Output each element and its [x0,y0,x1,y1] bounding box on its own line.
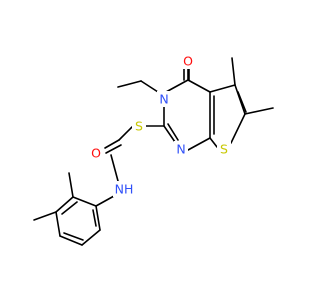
molecule-canvas: O N N S S O NH [33,53,274,246]
atom-n-ring3: N [157,91,171,107]
double-bond-line-2 [237,91,247,113]
atom-s-thiophene: S [217,141,231,157]
bond-13 [244,107,274,115]
bond-19 [110,154,119,182]
atom-o-amide: O [89,145,103,161]
atom-o-carbonyl-label: O [183,54,193,69]
bond-10 [230,113,246,144]
double-bond-line-4 [105,144,122,154]
bond-8 [209,84,236,93]
atom-n-ring1: N [174,141,188,157]
bond-24 [59,235,83,246]
bond-6 [187,137,211,151]
atom-nh-amide: NH [113,181,135,197]
double-bond-line-5 [61,201,78,215]
atom-label-layer: O N N S S O NH [89,53,231,197]
structure-drawing: O N N S S O NH [33,53,274,246]
atom-n-ring1-label: N [176,142,185,157]
bond-5 [163,125,176,143]
atom-nh-amide-label: NH [115,182,134,197]
atom-s-thioether: S [132,118,146,134]
bond-27 [68,172,74,198]
bond-23 [55,211,61,237]
bond-26 [95,205,101,231]
bond-17 [118,126,133,141]
bond-11 [209,137,218,148]
atom-o-carbonyl: O [181,53,195,69]
bond-21 [72,196,97,207]
atom-s-thioether-label: S [135,119,143,134]
atom-s-thiophene-label: S [220,142,228,157]
double-bond-line-3 [167,123,179,141]
bond-18 [104,139,120,149]
bond-12 [231,57,236,86]
bond-2 [165,79,189,93]
bond-20 [95,195,115,207]
bond-15 [117,80,142,88]
bond-3 [187,79,211,93]
double-bond-line-6 [63,232,84,241]
double-bond-line-7 [92,209,97,227]
bond-14 [140,80,159,93]
atom-n-ring3-label: N [159,92,168,107]
atom-o-amide-label: O [91,146,101,161]
bond-28 [33,211,57,221]
bond-layer [33,57,274,246]
bond-9 [234,84,246,115]
bond-22 [55,196,74,213]
bond-25 [81,229,101,246]
